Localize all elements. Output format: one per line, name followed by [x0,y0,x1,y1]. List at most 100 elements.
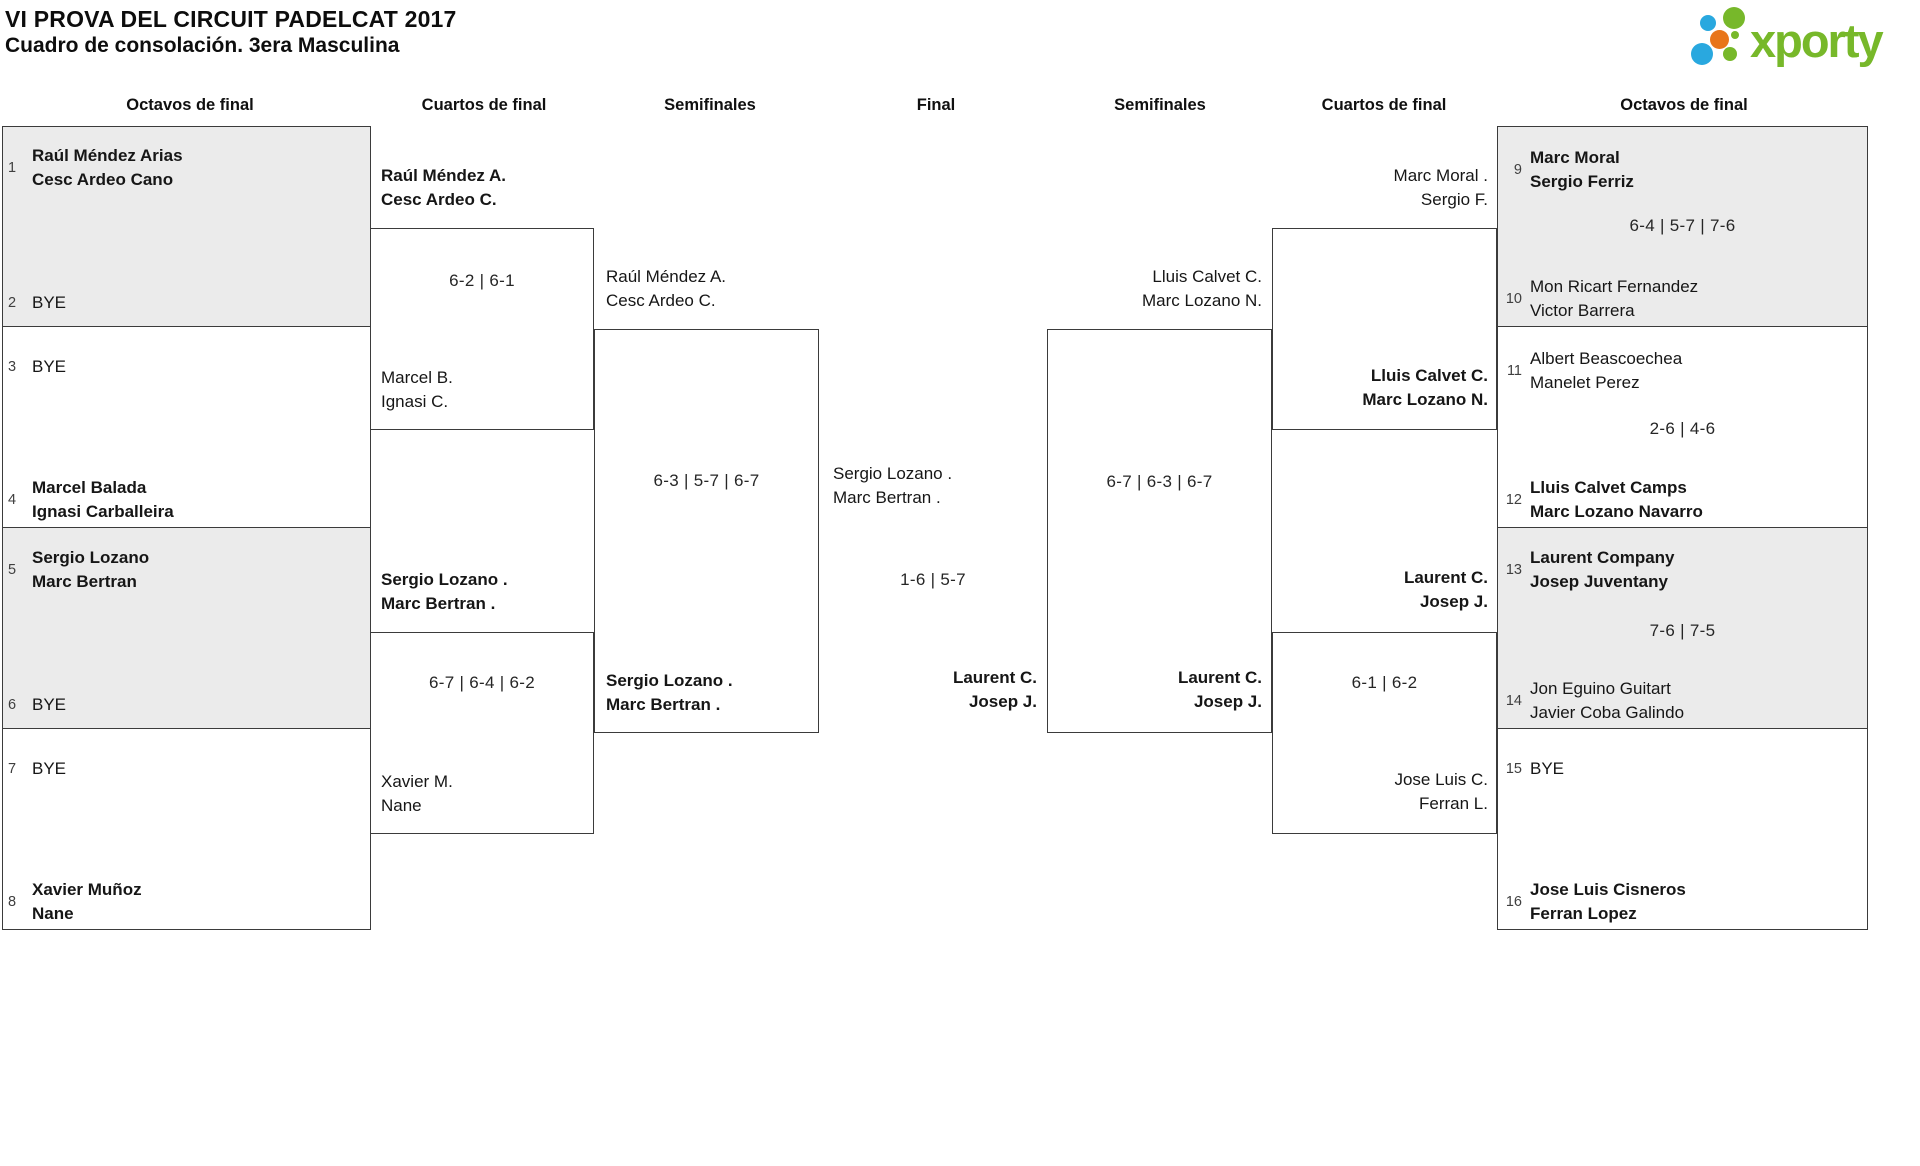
seed-label: 11 [1506,363,1522,379]
team-name-line1: Xavier M. [381,772,453,791]
team-name-line2: Ignasi Carballeira [32,502,174,521]
connector-box-qf-right-top [1272,228,1497,430]
team-entry: Lluis Calvet C. Marc Lozano N. [962,265,1262,313]
match-score: 6-4 | 5-7 | 7-6 [1629,216,1736,235]
team-entry: Raúl Méndez Arias Cesc Ardeo Cano [32,144,183,192]
team-name-line1: Xavier Muñoz [32,880,142,899]
team-name-line2: Marc Bertran . [833,488,941,507]
seed-label: 3 [8,359,17,375]
team-name-line1: BYE [32,695,67,714]
logo-wordmark: xporty [1750,14,1884,67]
team-name-line2: Marc Lozano N. [1142,291,1262,310]
team-entry: Sergio Lozano . Marc Bertran . [381,568,508,616]
team-name-line2: Marc Bertran [32,572,137,591]
team-name-line1: Albert Beascoechea [1530,349,1683,368]
connector-box-qf-left-bottom [370,632,594,834]
team-entry: Marcel B. Ignasi C. [381,366,453,414]
team-name-line1: Laurent Company [1530,548,1675,567]
connector-box-qf-right-bottom [1272,632,1497,834]
logo-dot-blue-medium-icon [1691,43,1713,65]
team-name-line1: Jon Eguino Guitart [1530,679,1671,698]
team-name-line2: Cesc Ardeo C. [381,190,497,209]
team-name-line2: Cesc Ardeo C. [606,291,716,310]
xporty-logo[interactable]: xporty [1688,4,1916,76]
team-name-line2: Josep J. [968,692,1037,711]
round-header-semifinales-right: Semifinales [1114,96,1206,114]
match-score: 7-6 | 7-5 [1649,621,1716,640]
team-name-line1: Sergio Lozano [32,548,150,567]
team-name-line1: Laurent C. [952,668,1037,687]
team-entry: Marc Moral Sergio Ferriz [1530,146,1634,194]
team-name-line1: BYE [32,293,67,312]
seed-label: 9 [1513,162,1522,178]
seed-label: 15 [1505,761,1522,777]
team-name-line1: BYE [32,357,67,376]
team-entry: BYE [32,291,66,315]
team-entry: Mon Ricart Fernandez Victor Barrera [1530,275,1698,323]
team-name-line1: Laurent C. [1177,668,1262,687]
team-name-line1: Marc Moral . [1393,166,1488,185]
team-entry: Jose Luis Cisneros Ferran Lopez [1530,878,1686,926]
team-entry: Laurent C. Josep J. [1188,566,1488,614]
match-score: 6-3 | 5-7 | 6-7 [653,471,760,490]
team-entry: Sergio Lozano Marc Bertran [32,546,149,594]
seed-label: 1 [8,160,17,176]
logo-dot-orange-icon [1710,30,1729,49]
seed-label: 4 [8,492,17,508]
seed-label: 7 [8,761,17,777]
team-name-line1: Marcel Balada [32,478,147,497]
team-entry: Sergio Lozano . Marc Bertran . [833,462,952,510]
team-entry: BYE [32,757,66,781]
team-entry: Sergio Lozano . Marc Bertran . [606,669,733,717]
team-name-line1: Raúl Méndez A. [381,166,506,185]
team-name-line1: Sergio Lozano . [833,464,953,483]
seed-label: 12 [1505,492,1522,508]
match-box-3-4 [2,327,371,528]
team-name-line1: BYE [1530,759,1565,778]
match-box-7-8 [2,729,371,930]
team-name-line2: Cesc Ardeo Cano [32,170,174,189]
round-header-semifinales-left: Semifinales [664,96,756,114]
team-name-line2: Sergio F. [1420,190,1488,209]
team-name-line1: Lluis Calvet C. [1370,366,1488,385]
match-box-11-12 [1497,327,1868,528]
team-name-line2: Sergio Ferriz [1530,172,1634,191]
round-header-octavos-left: Octavos de final [126,96,254,114]
team-name-line2: Ignasi C. [381,392,449,411]
team-name-line2: Ferran Lopez [1530,904,1637,923]
match-score: 6-7 | 6-4 | 6-2 [429,673,535,692]
team-entry: Laurent C. Josep J. [962,666,1262,714]
team-name-line1: Jose Luis Cisneros [1530,880,1686,899]
team-name-line2: Marc Lozano Navarro [1530,502,1703,521]
team-name-line2: Manelet Perez [1530,373,1640,392]
seed-label: 16 [1505,894,1522,910]
page-title: VI PROVA DEL CIRCUIT PADELCAT 2017 [5,6,457,32]
round-header-octavos-right: Octavos de final [1620,96,1748,114]
seed-label: 6 [8,697,17,713]
team-name-line2: Josep Juventany [1530,572,1668,591]
team-name-line1: Laurent C. [1403,568,1488,587]
team-name-line2: Javier Coba Galindo [1530,703,1685,722]
team-name-line1: Jose Luis C. [1394,770,1488,789]
team-entry: BYE [32,355,66,379]
team-entry: Xavier Muñoz Nane [32,878,142,926]
team-entry: BYE [1530,757,1564,781]
connector-box-sf-right [1047,329,1272,733]
team-entry: Jose Luis C. Ferran L. [1188,768,1488,816]
team-name-line1: Marcel B. [381,368,453,387]
seed-label: 10 [1505,291,1522,307]
team-name-line2: Josep J. [1193,692,1262,711]
team-name-line1: Raúl Méndez A. [606,267,727,286]
team-name-line1: Sergio Lozano . [381,570,508,589]
match-box-15-16 [1497,729,1868,930]
connector-box-sf-left [594,329,819,733]
logo-dot-blue-small-icon [1700,15,1716,31]
team-entry: Albert Beascoechea Manelet Perez [1530,347,1682,395]
team-name-line1: Mon Ricart Fernandez [1530,277,1699,296]
team-entry: Lluis Calvet Camps Marc Lozano Navarro [1530,476,1703,524]
round-header-cuartos-right: Cuartos de final [1321,96,1447,114]
seed-label: 5 [8,562,17,578]
team-name-line2: Victor Barrera [1530,301,1635,320]
team-name-line1: Sergio Lozano . [606,671,733,690]
